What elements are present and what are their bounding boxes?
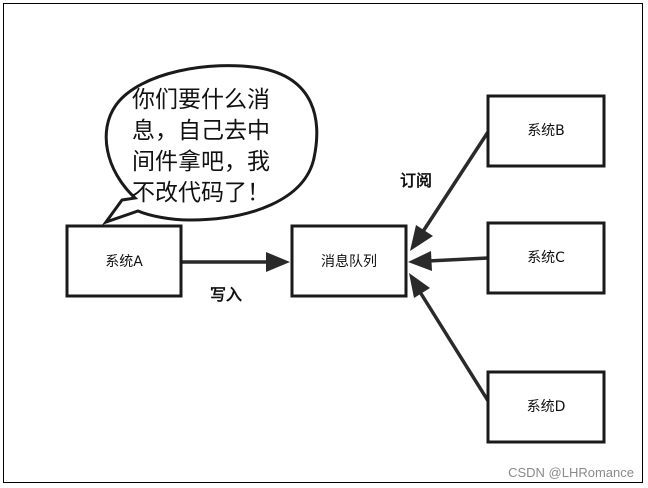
arrow-head-subscribe-b [410, 225, 433, 251]
node-system-a[interactable]: 系统A [65, 224, 183, 298]
edge-write-label: 写入 [210, 285, 242, 304]
speech-bubble-line-1: 你们要什么消 [132, 87, 270, 113]
edge-subscribe-c-line [427, 256, 489, 263]
edge-subscribe-b [410, 131, 490, 251]
edge-subscribe-d [409, 273, 492, 405]
node-system-c-label: 系统C [527, 250, 565, 266]
node-system-a-label: 系统A [105, 254, 143, 270]
node-queue-label: 消息队列 [321, 253, 377, 270]
edge-subscribe-b-line [420, 131, 490, 234]
edge-subscribe-c [408, 251, 489, 271]
node-system-b-box[interactable] [486, 94, 606, 168]
node-system-d-label: 系统D [527, 399, 566, 415]
node-system-b[interactable]: 系统B [486, 94, 606, 168]
arrow-head-write [266, 252, 290, 272]
speech-bubble-line-3: 间件拿吧，我 [132, 148, 270, 175]
node-system-d-box[interactable] [486, 370, 606, 444]
edge-subscribe-d-line [418, 291, 492, 405]
speech-bubble-shape [101, 64, 319, 225]
node-system-a-box[interactable] [65, 224, 183, 298]
node-queue[interactable]: 消息队列 [290, 224, 408, 298]
arrow-head-subscribe-d [409, 273, 430, 298]
arrow-head-subscribe-c [408, 251, 432, 271]
node-system-c-box[interactable] [486, 221, 606, 295]
node-system-c[interactable]: 系统C [486, 221, 606, 295]
edge-write: 写入 [182, 252, 290, 304]
node-system-d[interactable]: 系统D [486, 370, 606, 444]
speech-bubble-line-4: 不改代码了！ [132, 180, 270, 206]
speech-bubble-line-2: 息，自己去中 [132, 118, 270, 144]
node-queue-box[interactable] [290, 224, 408, 298]
watermark: CSDN @LHRomance [508, 465, 634, 480]
node-system-b-label: 系统B [527, 123, 565, 139]
speech-bubble: 你们要什么消 息，自己去中 间件拿吧，我 不改代码了！ [101, 64, 319, 225]
edge-subscribe-label: 订阅 [400, 171, 432, 190]
